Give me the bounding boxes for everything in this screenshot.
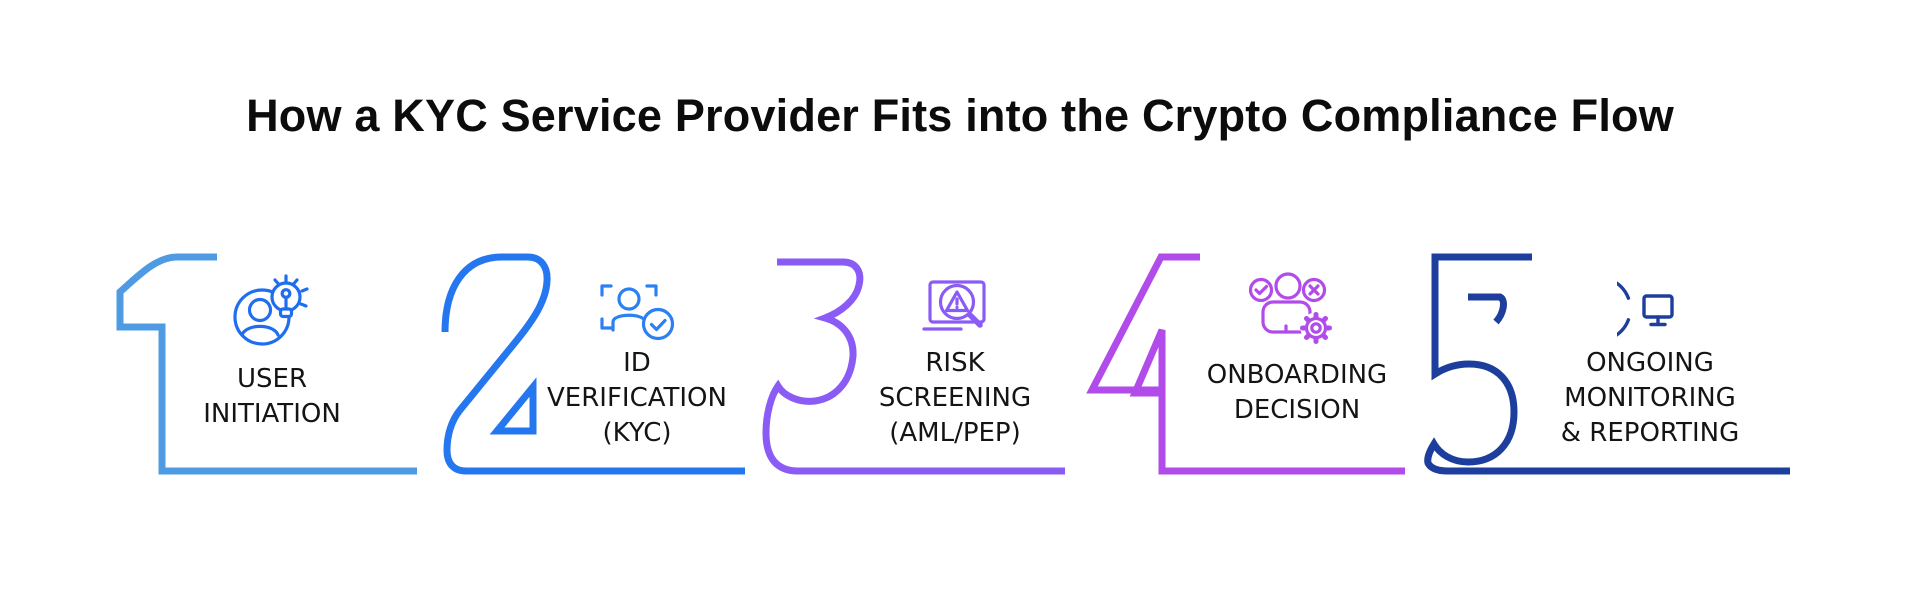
user-idea-icon [231, 274, 311, 348]
onboarding-decision-icon [1244, 268, 1344, 346]
step2-label-line: VERIFICATION [547, 383, 727, 413]
ongoing-monitoring-icon [1617, 268, 1699, 350]
step4-label: ONBOARDING DECISION [1167, 358, 1427, 428]
step2-label: ID VERIFICATION (KYC) [507, 346, 767, 451]
step2-label-line: (KYC) [602, 418, 672, 448]
step5-number-outline [1400, 200, 1820, 500]
step3-label-line: SCREENING [878, 383, 1032, 413]
step3-label-line: (AML/PEP) [889, 418, 1021, 448]
step1-label-line: INITIATION [203, 399, 341, 429]
step5-label: ONGOING MONITORING & REPORTING [1520, 346, 1780, 451]
step5-label-line: MONITORING [1564, 383, 1736, 413]
step3-number-outline [740, 200, 1160, 500]
step1-label-line: USER [236, 364, 308, 394]
step4-number-outline [1064, 200, 1484, 500]
step1-number-outline [100, 200, 520, 500]
step4-label-line: ONBOARDING [1206, 360, 1388, 390]
step5-label-line: & REPORTING [1560, 418, 1740, 448]
step2-number-outline [420, 200, 840, 500]
step1-label: USER INITIATION [142, 362, 402, 432]
risk-screening-icon [914, 276, 998, 344]
step5-label-line: ONGOING [1586, 348, 1714, 378]
step3-label-line: RISK [925, 348, 985, 378]
id-verification-icon [592, 276, 684, 342]
page-title: How a KYC Service Provider Fits into the… [246, 90, 1674, 141]
step2-label-line: ID [623, 348, 651, 378]
step4-label-line: DECISION [1233, 395, 1361, 425]
step3-label: RISK SCREENING (AML/PEP) [825, 346, 1085, 451]
